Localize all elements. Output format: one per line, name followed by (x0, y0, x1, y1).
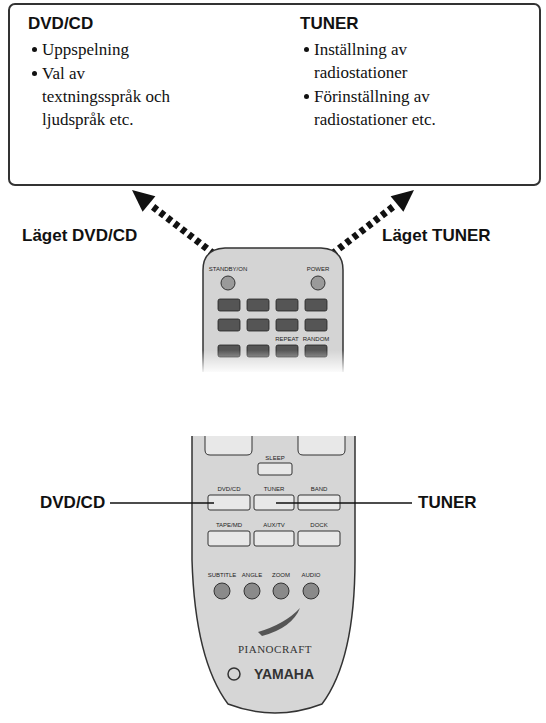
feature-item: Uppspelning (42, 38, 232, 61)
bullet-dot (304, 47, 309, 52)
button-label: BAND (311, 486, 328, 493)
remote-bottom (110, 436, 412, 713)
mode-arrow (132, 190, 414, 254)
button-label: STANDBY/ON (209, 266, 248, 273)
brand-logo: PIANOCRAFT (238, 643, 312, 656)
button-label: POWER (307, 266, 330, 273)
button-label: TUNER (264, 486, 285, 493)
mode-label: Läget DVD/CD (22, 226, 137, 246)
button-label: SUBTITLE (208, 572, 237, 579)
button-label: AUDIO (301, 572, 320, 579)
button-label: REPEAT (275, 336, 299, 343)
button-label: DVD/CD (217, 486, 240, 493)
bullet-dot (32, 47, 37, 52)
mode-label: Läget TUNER (382, 226, 491, 246)
brand-logo: YAMAHA (254, 666, 314, 682)
remote-top (198, 248, 348, 374)
callout-label: DVD/CD (40, 493, 105, 513)
mode-heading: DVD/CD (28, 13, 93, 35)
bullet-dot (304, 94, 309, 99)
button-label: ZOOM (272, 572, 290, 579)
mode-heading: TUNER (300, 13, 359, 35)
button-label: SLEEP (265, 455, 284, 462)
feature-item: Val av textningsspråk och ljudspråk etc. (42, 62, 182, 131)
button-label: RANDOM (303, 336, 330, 343)
mode-box: DVD/CD UppspelningVal av textningsspråk o… (8, 3, 541, 186)
button-label: TAPE/MD (216, 522, 242, 529)
feature-item: Förinställning av radiostationer etc. (314, 85, 514, 131)
button-label: AUX/TV (263, 522, 285, 529)
callout-label: TUNER (418, 493, 477, 513)
button-label: DOCK (310, 522, 327, 529)
button-label: ANGLE (242, 572, 262, 579)
bullet-dot (32, 71, 37, 76)
feature-item: Inställning av radiostationer (314, 38, 474, 84)
